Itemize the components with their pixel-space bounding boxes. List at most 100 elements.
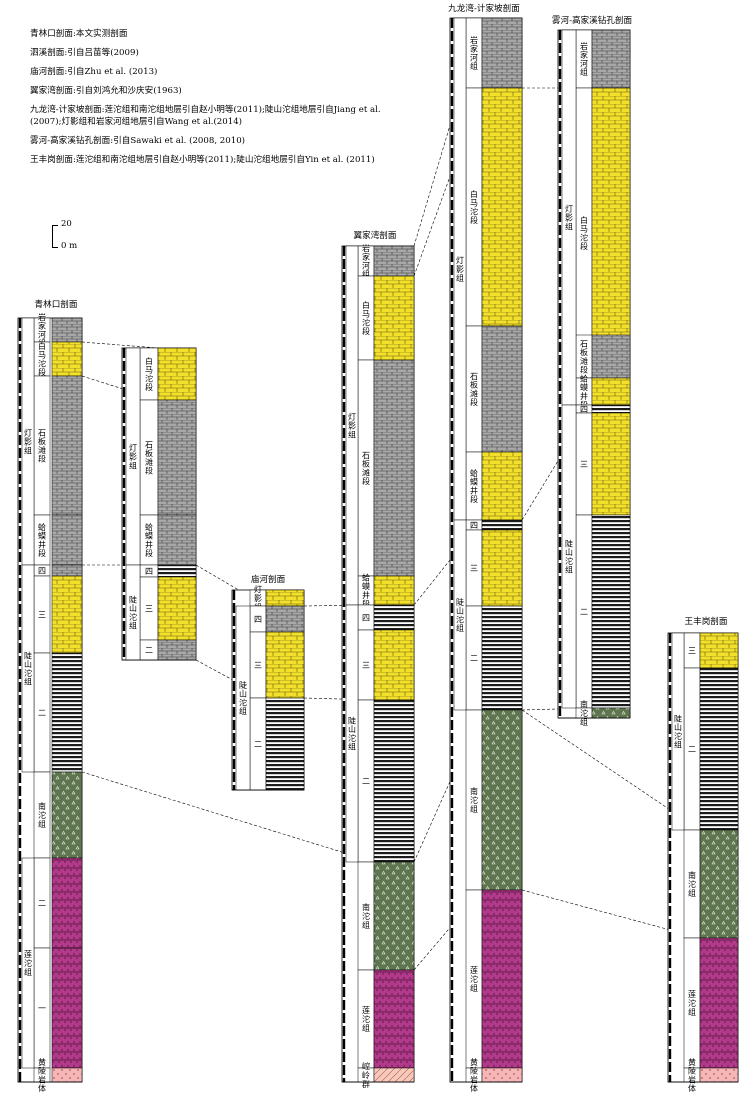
lithology-block — [51, 375, 83, 516]
unit-label: 一 — [38, 1004, 46, 1013]
unit-label: 陡山沱组 — [456, 597, 464, 633]
unit-label: 陡山沱组 — [24, 650, 32, 686]
section-title: 翼家湾剖面 — [354, 229, 397, 241]
legend-line: 九龙湾-计家坡剖面:莲沱组和南沱组地层引自赵小明等(2011);陡山沱组地层引自… — [30, 105, 381, 127]
scale-bar-line — [52, 225, 58, 248]
lithology-block — [265, 605, 305, 633]
section-column: 雾河-高家溪钻孔剖面岩家河组白马沱段石板滩段蛤蟆井段灯影组四三二陡山沱组南沱组 — [552, 14, 633, 727]
scale-bottom-label: 0 m — [61, 241, 78, 251]
unit-label: 四 — [362, 614, 370, 623]
unit-label: 蛤蟆井段 — [145, 522, 153, 558]
unit-label: 石板滩段 — [145, 440, 153, 475]
lithology-block — [51, 341, 83, 377]
lithology-block — [373, 359, 415, 577]
unit-label: 灯影组 — [129, 443, 137, 471]
lithology-block — [481, 17, 523, 89]
lithology-block — [51, 652, 83, 773]
unit-cell — [21, 857, 35, 1069]
unit-label: 莲沱组 — [688, 989, 696, 1017]
unit-cell — [561, 404, 577, 709]
unit-label: 黄陵岩体 — [470, 1057, 478, 1093]
lithology-block — [157, 399, 197, 516]
lithology-block — [157, 639, 197, 661]
unit-label: 四 — [38, 567, 46, 576]
unit-label: 陡山沱组 — [565, 538, 573, 574]
unit-label: 南沱组 — [38, 801, 46, 829]
unit-label: 三 — [470, 564, 478, 573]
lithology-block — [591, 334, 631, 379]
unit-label: 莲沱组 — [24, 949, 32, 977]
unit-label: 灯影组 — [456, 255, 464, 283]
legend-line: 庙河剖面:引自Zhu et al. (2013) — [30, 67, 158, 77]
legend-line: 王丰岗剖面:莲沱组和南沱组地层引自赵小明等(2011);陡山沱组地层引自Yin … — [30, 155, 375, 165]
correlation-line — [413, 709, 483, 863]
lithology-block — [373, 575, 415, 606]
unit-label: 二 — [38, 899, 46, 908]
lithology-block — [591, 514, 631, 709]
unit-label: 陡山沱组 — [674, 713, 682, 749]
unit-cell — [21, 564, 35, 773]
lithology-block — [591, 404, 631, 414]
section-title: 青林口剖面 — [35, 298, 78, 310]
unit-label: 陡山沱组 — [348, 715, 356, 751]
correlation-line — [521, 707, 593, 711]
section-column: 泗溪剖面白马沱段石板滩段蛤蟆井段灯影组四三二陡山沱组 — [121, 347, 197, 661]
scale-bar: 20 0 m — [52, 219, 102, 253]
legend-line: 雾河-高家溪钻孔剖面:引自Sawaki et al. (2008, 2010) — [30, 136, 246, 146]
section-column: 庙河剖面灯影组四三二陡山沱组 — [231, 573, 305, 791]
unit-label: 灯影组 — [348, 412, 356, 440]
lithology-block — [481, 709, 523, 891]
lithology-block — [699, 829, 739, 939]
lithology-block — [373, 604, 415, 631]
section-title: 庙河剖面 — [251, 573, 286, 585]
unit-label: 石板滩段 — [362, 451, 370, 486]
scale-top-label: 20 — [61, 219, 72, 229]
unit-label: 灯影组 — [565, 204, 573, 232]
unit-label: 岩家河组 — [470, 35, 478, 71]
unit-label: 岩家河组 — [580, 41, 588, 77]
legend-line: 翼家湾剖面:引自刘鸿允和沙庆安(1963) — [30, 86, 182, 96]
unit-label: 二 — [362, 777, 370, 786]
unit-label: 四 — [145, 567, 153, 576]
source-legend: 青林口剖面:本文实测剖面 泗溪剖面:引自吕苗等(2009) 庙河剖面:引自Zhu… — [30, 28, 400, 173]
lithology-block — [373, 629, 415, 701]
lithology-block — [481, 1067, 523, 1083]
section-column: 九龙湾-计家坡剖面岩家河组白马沱段石板滩段蛤蟆井段灯影组四三二陡山沱组南沱组莲沱… — [448, 2, 523, 1093]
correlation-line — [81, 341, 159, 349]
unit-label: 黄陵岩体 — [38, 1057, 46, 1093]
unit-label: 莲沱组 — [362, 1005, 370, 1033]
lithology-block — [481, 889, 523, 1069]
unit-label: 岩家河组 — [362, 243, 370, 279]
lithology-block — [699, 632, 739, 669]
lithology-block — [481, 325, 523, 453]
lithology-block — [699, 937, 739, 1069]
lithology-block — [481, 519, 523, 531]
unit-label: 蛤蟆井段 — [470, 468, 478, 504]
unit-label: 蛤蟆井段 — [38, 522, 46, 558]
lithology-block — [51, 947, 83, 1069]
correlation-line — [81, 771, 375, 863]
lithology-block — [373, 861, 415, 971]
unit-label: 陡山沱组 — [129, 594, 137, 630]
lithology-block — [373, 245, 415, 277]
section-column: 青林口剖面岩家河组白马沱段石板滩段蛤蟆井段灯影组四三二陡山沱组南沱组二一莲沱组黄… — [17, 298, 83, 1093]
unit-label: 三 — [145, 605, 153, 614]
legend-line: 青林口剖面:本文实测剖面 — [30, 29, 128, 39]
unit-label: 四 — [470, 521, 478, 530]
lithology-block — [51, 317, 83, 343]
unit-label: 南沱组 — [470, 786, 478, 814]
unit-label: 二 — [470, 654, 478, 663]
lithology-block — [373, 1067, 415, 1083]
lithology-block — [699, 667, 739, 831]
unit-label: 南沱组 — [362, 902, 370, 930]
unit-cell — [453, 519, 467, 711]
unit-cell — [345, 604, 359, 863]
lithology-block — [481, 451, 523, 521]
section-columns: 青林口剖面岩家河组白马沱段石板滩段蛤蟆井段灯影组四三二陡山沱组南沱组二一莲沱组黄… — [17, 2, 739, 1093]
correlation-line — [303, 604, 375, 607]
lithology-block — [373, 699, 415, 863]
lithology-block — [591, 412, 631, 516]
lithology-block — [157, 564, 197, 578]
